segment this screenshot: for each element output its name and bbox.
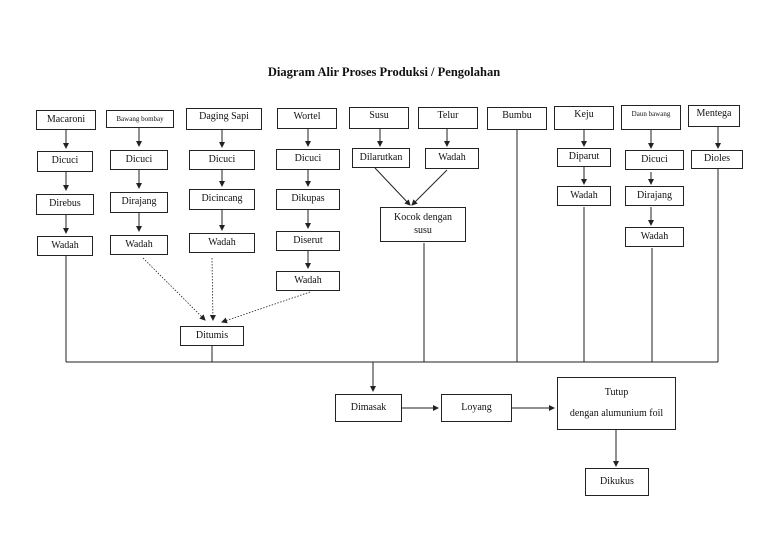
- node-bumbu: Bumbu: [487, 107, 547, 130]
- node-telur-wadah: Wadah: [425, 148, 479, 169]
- node-tutup-line1: Tutup: [604, 387, 629, 398]
- node-daun-dicuci: Dicuci: [625, 150, 684, 170]
- node-susu-dilarutkan: Dilarutkan: [352, 148, 410, 168]
- node-wortel-dikupas: Dikupas: [276, 189, 340, 210]
- node-bawang-dicuci: Dicuci: [110, 150, 168, 170]
- node-dimasak: Dimasak: [335, 394, 402, 422]
- node-keju: Keju: [554, 106, 614, 130]
- node-bawang-bombay: Bawang bombay: [106, 110, 174, 128]
- node-macaroni: Macaroni: [36, 110, 96, 130]
- diagram-title: Diagram Alir Proses Produksi / Pengolaha…: [267, 65, 501, 79]
- node-telur: Telur: [418, 107, 478, 129]
- node-tutup: Tutup dengan alumunium foil: [557, 377, 676, 430]
- node-wortel: Wortel: [277, 108, 337, 129]
- node-daun-bawang: Daun bawang: [621, 105, 681, 130]
- node-macaroni-dicuci: Dicuci: [37, 151, 93, 172]
- node-daging-wadah: Wadah: [189, 233, 255, 253]
- node-bawang-dirajang: Dirajang: [110, 192, 168, 213]
- node-daging-dicincang: Dicincang: [189, 189, 255, 210]
- node-wortel-wadah: Wadah: [276, 271, 340, 291]
- node-daun-wadah: Wadah: [625, 227, 684, 247]
- node-dikukus: Dikukus: [585, 468, 649, 496]
- node-daging-sapi: Daging Sapi: [186, 108, 262, 130]
- node-kocok-dengan-susu: Kocok dengan susu: [380, 207, 466, 242]
- node-mentega-dioles: Dioles: [691, 150, 743, 169]
- node-tutup-line2: dengan alumunium foil: [569, 407, 664, 419]
- node-bawang-wadah: Wadah: [110, 235, 168, 255]
- node-wortel-diserut: Diserut: [276, 231, 340, 251]
- node-daging-dicuci: Dicuci: [189, 150, 255, 170]
- node-keju-wadah: Wadah: [557, 186, 611, 206]
- node-macaroni-wadah: Wadah: [37, 236, 93, 256]
- node-macaroni-direbus: Direbus: [36, 194, 94, 215]
- node-wortel-dicuci: Dicuci: [276, 149, 340, 170]
- node-daun-dirajang: Dirajang: [625, 186, 684, 206]
- node-ditumis: Ditumis: [180, 326, 244, 346]
- node-kocok-label: Kocok dengan susu: [393, 212, 453, 236]
- node-keju-diparut: Diparut: [557, 148, 611, 167]
- node-mentega: Mentega: [688, 105, 740, 127]
- node-loyang: Loyang: [441, 394, 512, 422]
- node-susu: Susu: [349, 107, 409, 129]
